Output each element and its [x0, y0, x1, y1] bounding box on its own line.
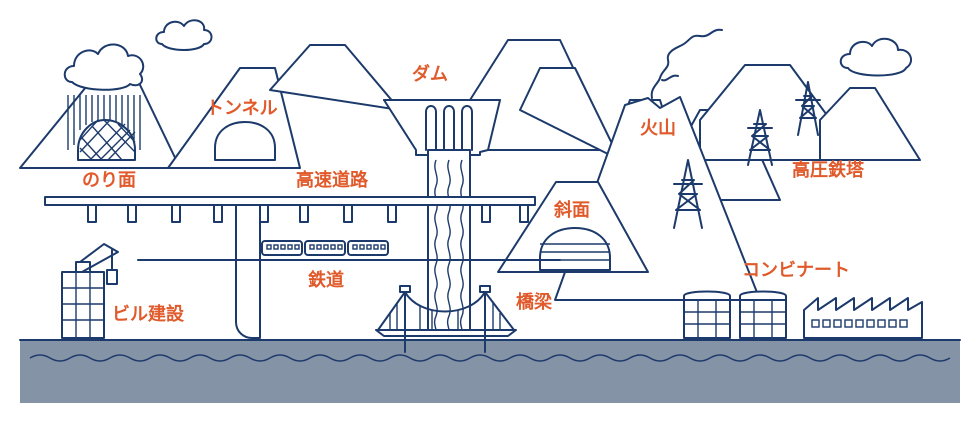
sea	[19, 335, 961, 403]
power-pylon-middle	[747, 109, 773, 166]
dam	[383, 99, 501, 336]
storage-tank-left	[683, 290, 731, 339]
dam-gates	[425, 105, 473, 151]
label-railway: 鉄道	[308, 270, 344, 291]
expressway	[44, 196, 536, 339]
label-kombinat: コンビナート	[742, 260, 850, 281]
label-volcano: 火山	[640, 118, 676, 139]
label-bridge: 橋梁	[516, 292, 552, 313]
label-tunnel: トンネル	[206, 98, 278, 119]
slope-mountain	[497, 181, 649, 273]
label-slope: 斜面	[554, 200, 590, 221]
label-power-pylon: 高圧鉄塔	[792, 160, 864, 181]
train	[261, 240, 389, 256]
railway	[137, 240, 561, 261]
tunnel	[214, 121, 276, 161]
crane	[75, 243, 119, 285]
power-pylon-front	[673, 159, 703, 229]
cloud-small	[155, 19, 213, 51]
power-pylon-tall	[795, 81, 821, 136]
cloud-left	[63, 43, 145, 91]
kombinat	[683, 290, 923, 339]
label-building-construction: ビル建設	[112, 304, 184, 325]
suspension-bridge	[375, 285, 517, 349]
factory	[803, 297, 923, 339]
storage-tank-right	[739, 290, 787, 339]
label-nori-men: のり面	[82, 170, 136, 191]
building-construction	[61, 243, 119, 339]
label-dam: ダム	[412, 64, 448, 85]
label-expressway: 高速道路	[296, 170, 368, 191]
nori-men-slope	[67, 95, 141, 161]
waterfall	[433, 159, 464, 336]
cloud-right	[839, 37, 913, 77]
